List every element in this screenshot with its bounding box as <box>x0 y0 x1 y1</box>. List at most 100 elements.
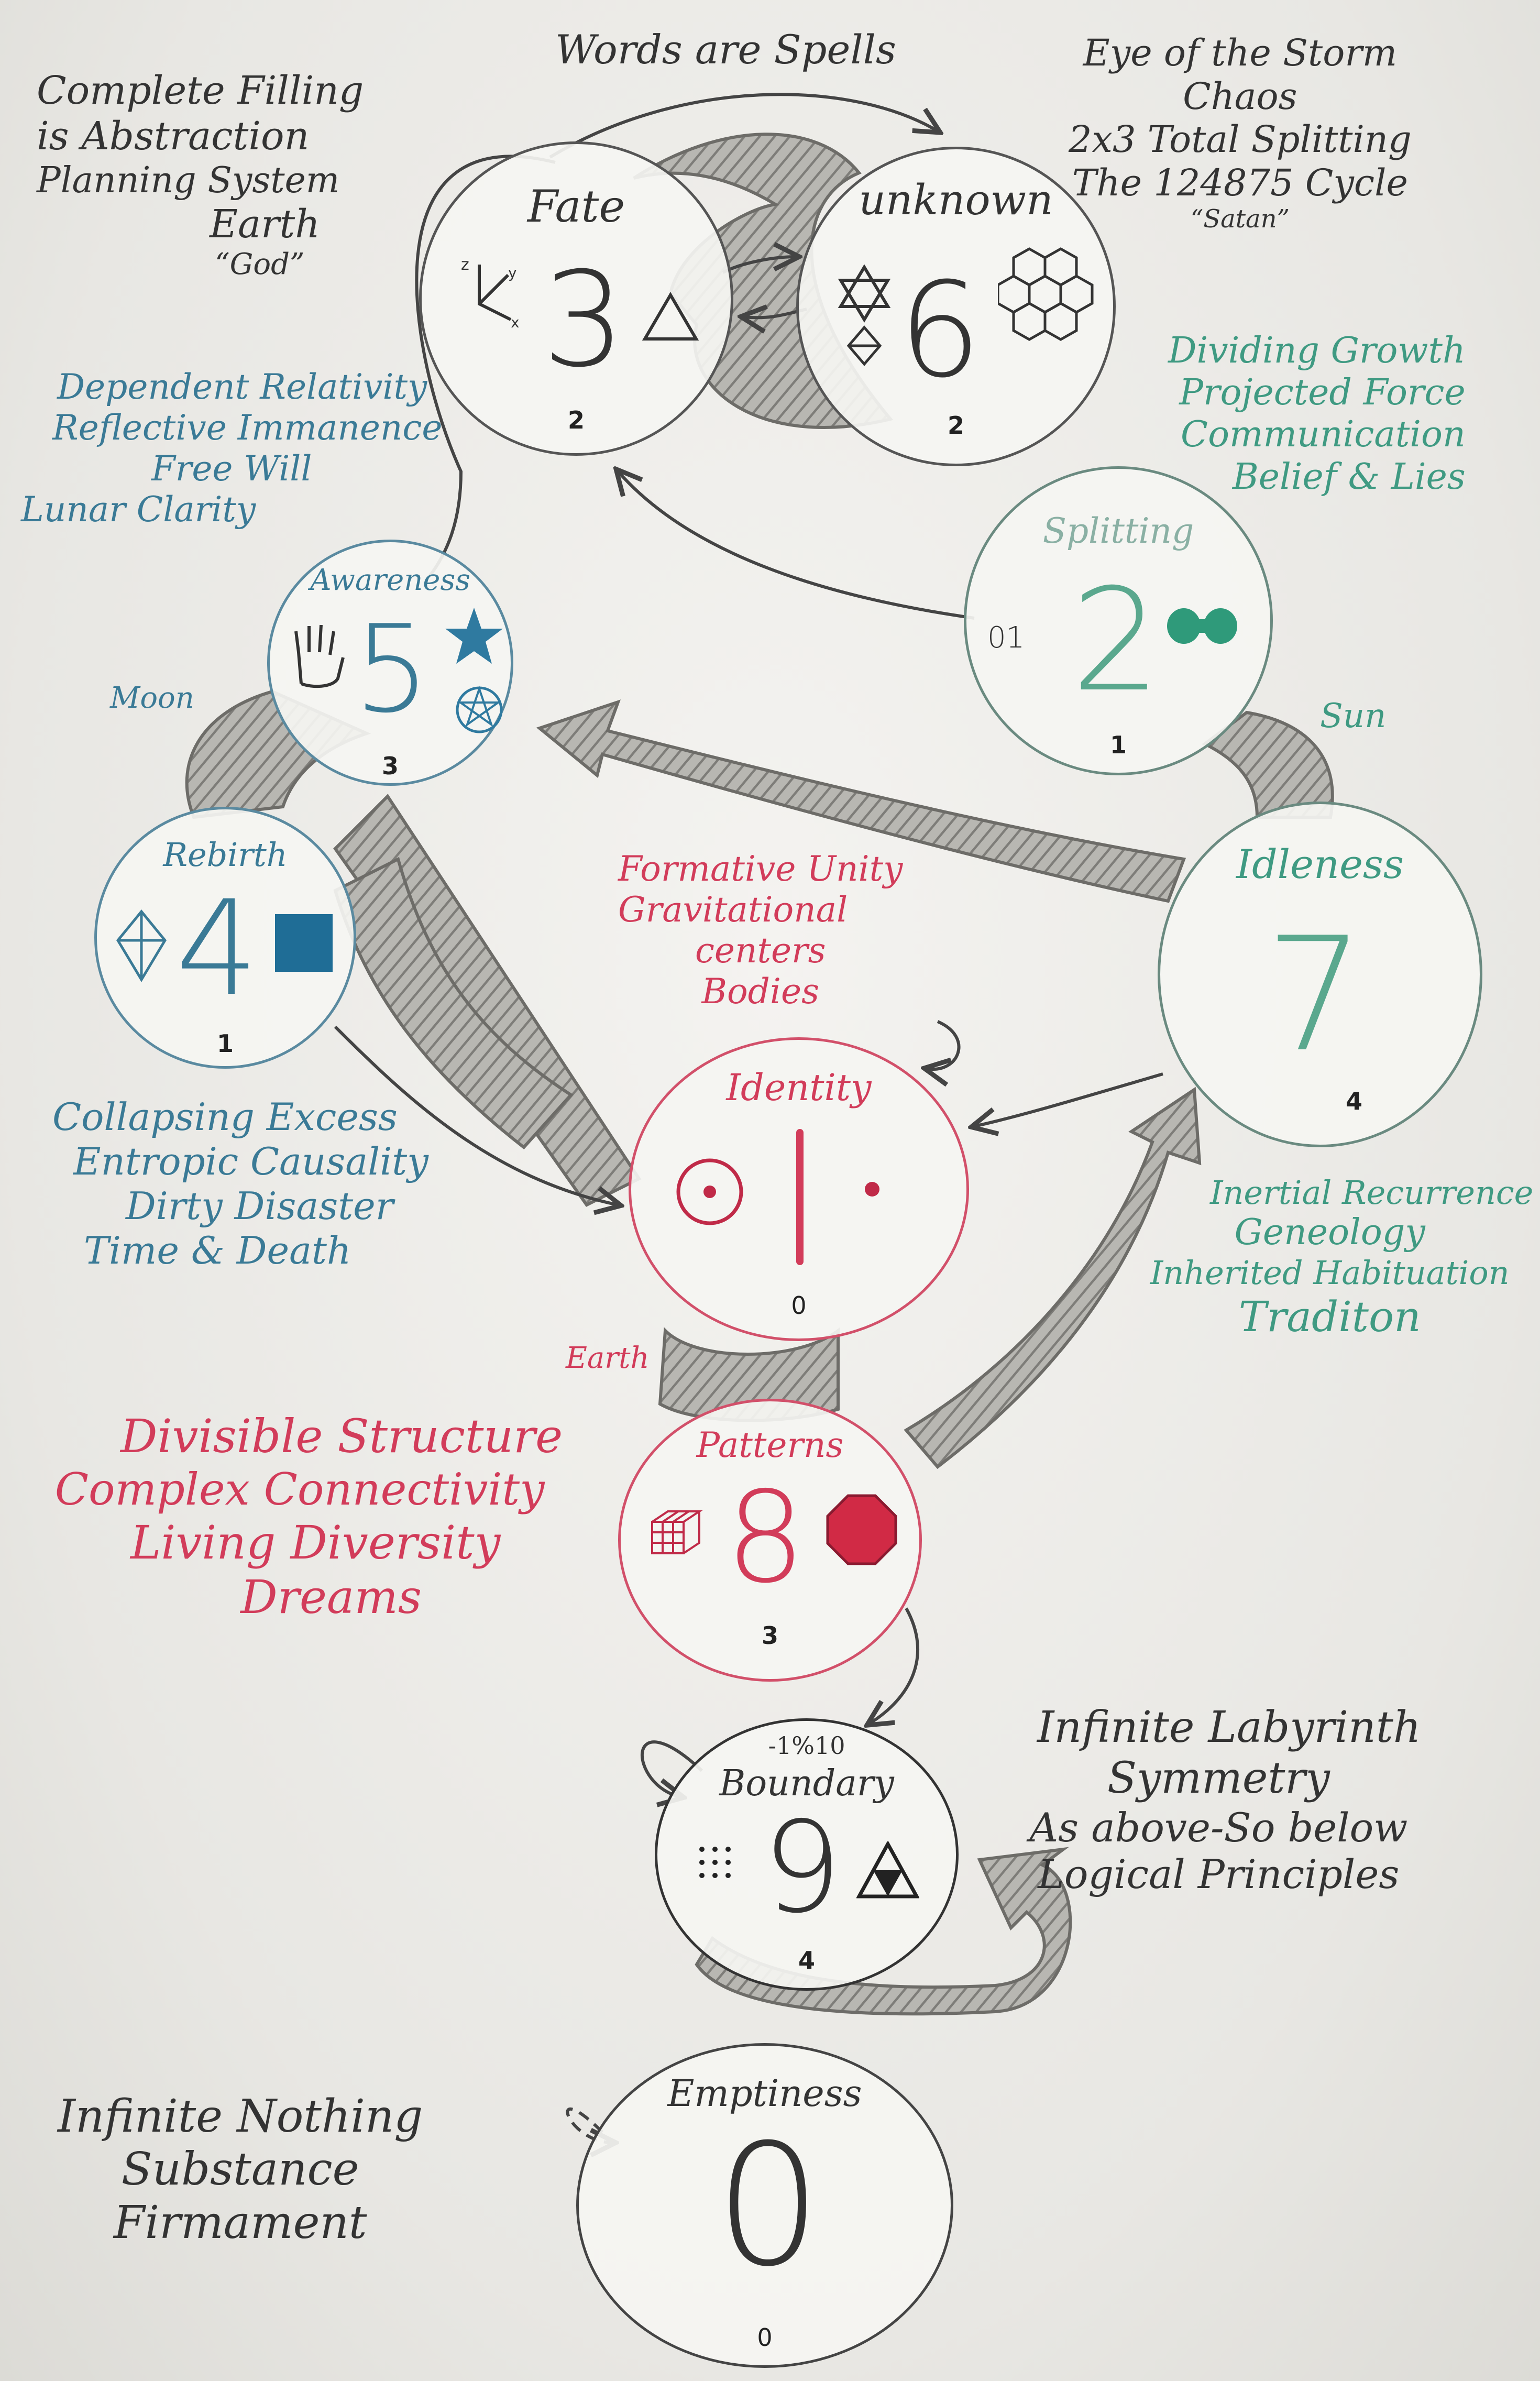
arrow-idleness-to-identity <box>974 1072 1163 1126</box>
node-rebirth: Rebirth 4 1 <box>94 807 356 1069</box>
note-earth: Earth <box>210 201 320 247</box>
node-identity: Identity 1 0 <box>629 1037 969 1341</box>
note-firmament: Firmament <box>113 2196 367 2249</box>
node-splitting-label: Splitting <box>1042 511 1194 551</box>
note-collapsing-excess: Collapsing Excess <box>52 1095 398 1139</box>
node-splitting: Splitting 01 2 1 <box>964 466 1273 775</box>
dumbbell-icon <box>1167 608 1237 644</box>
note-dividing-growth: Dividing Growth <box>1168 330 1466 371</box>
notes-red-center: Formative Unity Gravitational centers Bo… <box>618 849 903 1012</box>
note-geneology: Geneology <box>1234 1212 1425 1254</box>
note-logical-principles: Logical Principles <box>1038 1851 1400 1898</box>
notes-right-black: Infinite Labyrinth Symmetry As above-So … <box>1016 1703 1421 1898</box>
node-awareness-label: Awareness <box>310 563 470 597</box>
arrow-identity-self-loop <box>927 1020 961 1069</box>
node-patterns-number: 8 <box>725 1464 806 1611</box>
node-idleness-label: Idleness <box>1236 841 1404 887</box>
arrow-patterns-to-boundary <box>870 1607 920 1724</box>
note-as-above-so-below: As above-So below <box>1029 1804 1408 1851</box>
note-dreams: Dreams <box>240 1570 422 1624</box>
svg-text:z: z <box>461 256 469 274</box>
node-splitting-number: 2 <box>1071 558 1161 723</box>
note-time-death: Time & Death <box>84 1228 351 1272</box>
note-inherited-habituation: Inherited Habituation <box>1150 1254 1510 1292</box>
note-substance: Substance <box>121 2143 359 2196</box>
node-idleness-number: 7 <box>1265 904 1365 1087</box>
node-identity-label: Identity <box>726 1066 872 1109</box>
note-inertial-recurrence: Inertial Recurrence <box>1210 1173 1534 1212</box>
dot-icon <box>865 1182 879 1197</box>
note-eye-of-the-storm: Eye of the Storm <box>1083 31 1398 74</box>
note-sun: Sun <box>1320 697 1387 736</box>
notes-red-left: Divisible Structure Complex Connectivity… <box>37 1409 563 1625</box>
node-boundary-label: Boundary <box>719 1763 894 1804</box>
node-boundary-number: 9 <box>762 1794 842 1941</box>
note-reflective-immanence: Reflective Immanence <box>52 407 443 448</box>
octagon-icon <box>826 1494 897 1565</box>
note-satan: “Satan” <box>1190 204 1290 234</box>
arrow-boundary-self-loop <box>640 1740 703 1797</box>
svg-text:x: x <box>511 314 520 327</box>
cube-grid-icon <box>651 1510 703 1554</box>
dot-grid-icon <box>699 1847 731 1878</box>
node-awareness-number: 5 <box>354 600 431 740</box>
hexagram-icon <box>838 265 891 366</box>
node-splitting-prefix: 01 <box>987 621 1025 655</box>
node-unknown-label: unknown <box>859 175 1053 224</box>
node-patterns-label: Patterns <box>696 1425 844 1465</box>
note-symmetry: Symmetry <box>1107 1753 1330 1803</box>
node-unknown: unknown 6 2 <box>796 147 1116 466</box>
node-fate-label: Fate <box>527 181 625 232</box>
node-awareness: Awareness 5 3 <box>267 540 513 786</box>
note-formative-unity: Formative Unity <box>618 849 903 889</box>
node-awareness-sub: 3 <box>381 752 399 780</box>
node-rebirth-sub: 1 <box>216 1029 234 1058</box>
node-rebirth-number: 4 <box>175 872 259 1025</box>
notes-right-green-lower: Inertial Recurrence Geneology Inherited … <box>1126 1173 1534 1342</box>
node-identity-sub: 0 <box>791 1291 807 1320</box>
note-traditon: Traditon <box>1238 1292 1421 1341</box>
note-dependent-relativity: Dependent Relativity <box>57 367 427 407</box>
triforce-icon <box>856 1841 919 1899</box>
note-free-will: Free Will <box>151 448 312 489</box>
note-chaos: Chaos <box>1183 74 1297 118</box>
notes-bottom-left-blue: Collapsing Excess Entropic Causality Dir… <box>52 1095 428 1273</box>
shaded-arrow-patterns-to-idleness <box>904 1087 1202 1469</box>
note-earth-label: Earth <box>566 1341 650 1375</box>
node-boundary-top: -1%10 <box>768 1731 845 1760</box>
note-infinite-labyrinth: Infinite Labyrinth <box>1037 1703 1421 1752</box>
node-rebirth-label: Rebirth <box>163 836 288 874</box>
node-idleness-sub: 4 <box>1345 1087 1362 1115</box>
node-splitting-sub: 1 <box>1109 731 1127 759</box>
node-unknown-number: 6 <box>898 254 982 407</box>
note-living-diversity: Living Diversity <box>130 1515 501 1570</box>
note-centers: centers <box>695 930 826 971</box>
note-moon: Moon <box>110 681 194 715</box>
note-total-splitting: 2x3 Total Splitting <box>1069 118 1412 161</box>
notes-top-right: Eye of the Storm Chaos 2x3 Total Splitti… <box>1069 31 1412 234</box>
note-gravitational: Gravitational <box>618 889 848 930</box>
svg-text:y: y <box>508 264 517 281</box>
arrow-top-to-unknown <box>549 93 938 159</box>
note-divisible-structure: Divisible Structure <box>120 1409 563 1463</box>
notes-left-blue: Dependent Relativity Reflective Immanenc… <box>21 367 442 530</box>
arrow-words-are-spells <box>415 155 556 577</box>
arrow-rebirth-to-identity <box>334 1025 618 1205</box>
note-projected-force: Projected Force <box>1179 372 1466 414</box>
node-emptiness-label: Emptiness <box>667 2072 862 2115</box>
note-belief-lies: Belief & Lies <box>1232 456 1466 498</box>
notes-right-green: Dividing Growth Projected Force Communic… <box>1168 330 1466 498</box>
note-bodies: Bodies <box>701 971 819 1012</box>
shaded-arrow-idleness-to-awareness <box>536 699 1186 903</box>
notes-bottom-left: Infinite Nothing Substance Firmament <box>58 2090 423 2250</box>
shaded-arrow-rebirth-side <box>333 857 574 1150</box>
node-boundary: -1%10 Boundary 9 4 <box>655 1718 959 1991</box>
note-cycle: The 124875 Cycle <box>1072 161 1408 204</box>
note-entropic-causality: Entropic Causality <box>73 1139 428 1183</box>
star-icon <box>445 608 503 664</box>
note-complete-filling: Complete Filling <box>37 68 364 113</box>
node-patterns-sub: 3 <box>761 1621 778 1650</box>
note-god: “God” <box>215 247 305 282</box>
node-fate-sub: 2 <box>567 406 585 434</box>
